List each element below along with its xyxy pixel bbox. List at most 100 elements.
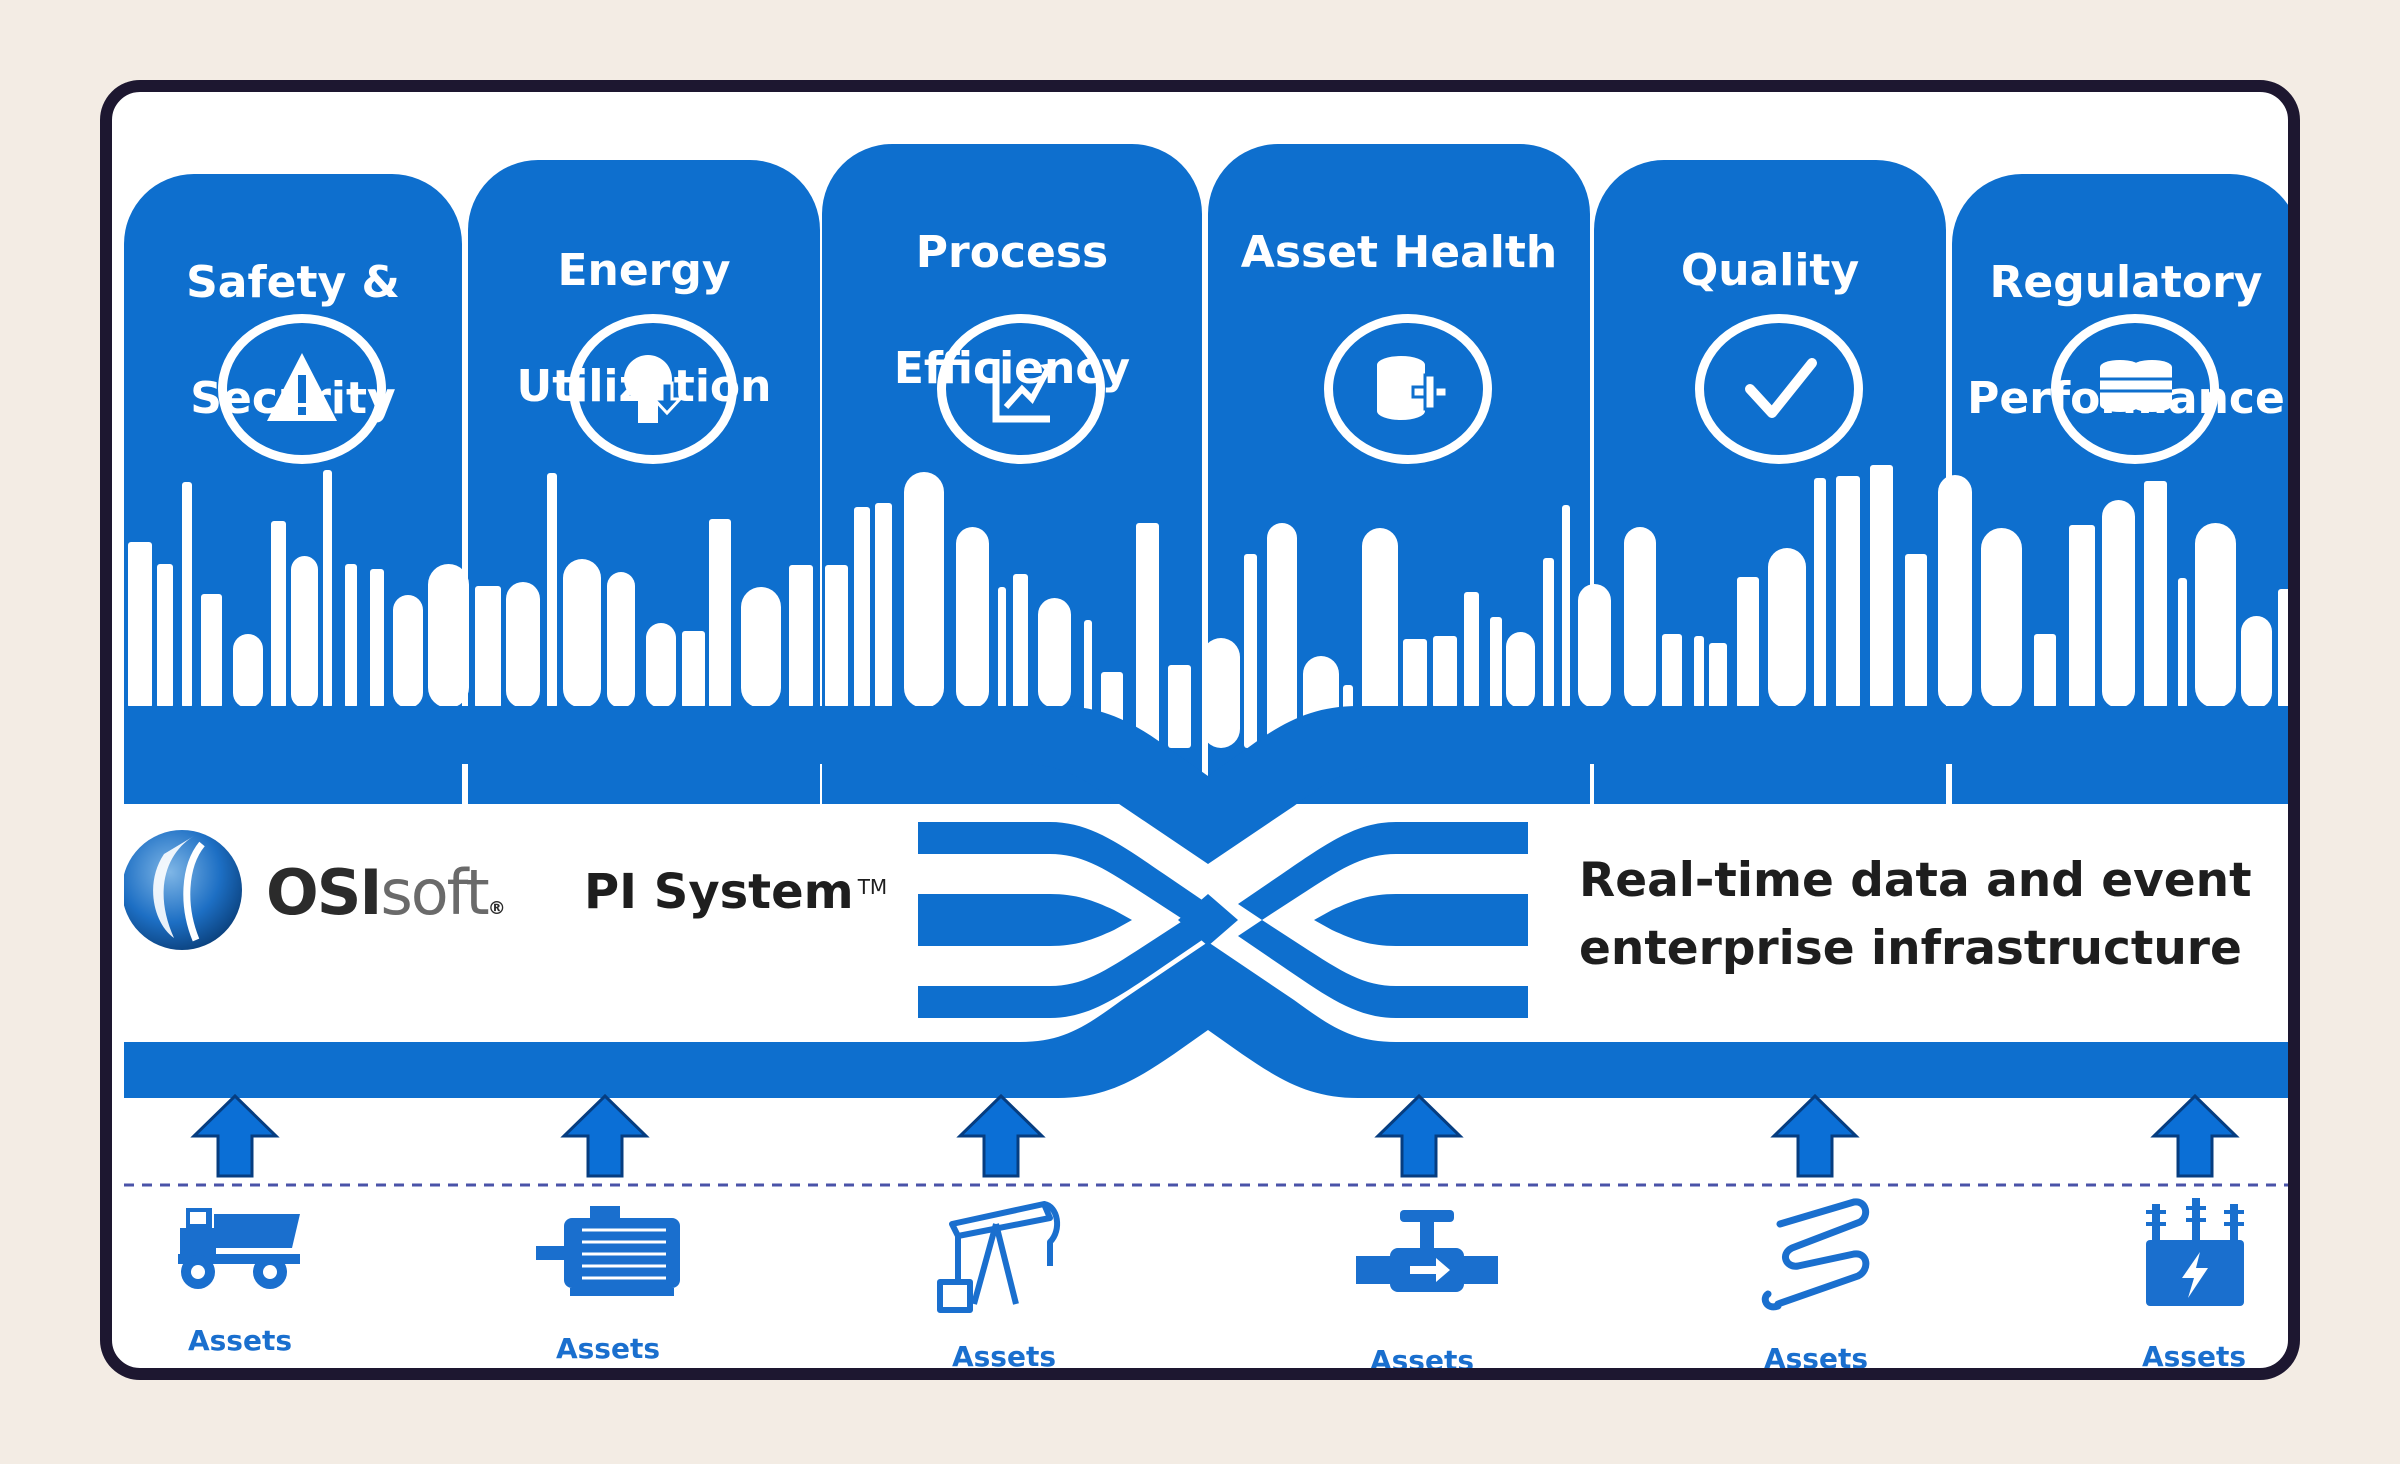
skyline-column xyxy=(1433,636,1457,708)
skyline-column xyxy=(1709,643,1727,708)
skyline-column xyxy=(2195,523,2236,708)
pi-system-band xyxy=(124,706,2288,1098)
osisoft-logo-mark xyxy=(124,830,242,950)
skyline-column xyxy=(1662,634,1682,708)
skyline-column xyxy=(1038,598,1071,708)
skyline-column xyxy=(709,519,731,708)
assets-divider xyxy=(124,1183,2288,1187)
band-bottom-bar xyxy=(124,942,2288,1098)
diagram-frame: Safety & Security Energy Utilization Pro… xyxy=(100,80,2300,1380)
up-arrow-icon xyxy=(2150,1094,2240,1178)
asset-label: Assets xyxy=(951,1340,1057,1373)
skyline-column xyxy=(547,473,557,708)
skyline-column xyxy=(1624,527,1656,708)
warning-icon xyxy=(218,314,386,464)
asset-label: Assets xyxy=(2141,1340,2247,1373)
skyline-column xyxy=(1578,584,1611,708)
trend-chart-icon xyxy=(937,314,1105,464)
skyline-column xyxy=(271,521,286,708)
skyline-column xyxy=(201,594,222,708)
skyline-column xyxy=(1202,638,1240,748)
coin-stack-icon xyxy=(2051,314,2219,464)
skyline-column xyxy=(2034,634,2056,708)
electric-motor-icon xyxy=(536,1206,680,1296)
skyline-column xyxy=(825,565,848,708)
skyline-column xyxy=(1981,528,2022,708)
skyline-column xyxy=(345,564,357,708)
center-diamond xyxy=(1178,894,1238,946)
right-channel-top xyxy=(1238,822,1528,920)
skyline-column xyxy=(854,507,870,708)
skyline-column xyxy=(1737,577,1759,708)
skyline-column xyxy=(291,556,318,708)
skyline-column xyxy=(233,634,263,708)
tagline: Real-time data and event enterprise infr… xyxy=(1579,853,2252,976)
skyline-column xyxy=(323,470,332,708)
diagram-canvas: Safety & Security Energy Utilization Pro… xyxy=(124,104,2288,1377)
skyline-column xyxy=(1362,528,1398,748)
skyline-column xyxy=(428,564,469,708)
left-channel-bottom xyxy=(918,920,1208,1018)
skyline-column xyxy=(1870,465,1893,708)
band-top-bar xyxy=(124,706,2288,864)
skyline-column xyxy=(741,587,781,708)
skyline-column xyxy=(1836,476,1860,708)
left-channel-top xyxy=(918,822,1208,920)
asset-label: Assets xyxy=(187,1324,293,1357)
skyline-column xyxy=(956,527,989,708)
haul-truck-icon xyxy=(178,1208,300,1289)
skyline-column xyxy=(607,572,635,708)
product-name-text: PI System xyxy=(584,864,854,920)
skyline-column xyxy=(1562,505,1570,708)
skyline-column xyxy=(1814,478,1826,708)
skyline-column xyxy=(2144,481,2167,708)
checkmark-icon xyxy=(1695,314,1863,464)
skyline-column xyxy=(646,623,676,708)
pumpjack-icon xyxy=(937,1201,1061,1313)
skyline-column xyxy=(128,542,152,708)
skyline-column xyxy=(2241,616,2272,708)
skyline-column xyxy=(904,472,944,708)
database-plus-icon xyxy=(1324,314,1492,464)
pillar-title: Quality xyxy=(1680,245,1860,296)
skyline-column xyxy=(1136,523,1159,748)
up-arrow-icon xyxy=(1374,1094,1464,1178)
skyline-column xyxy=(875,503,892,708)
asset-label: Assets xyxy=(1763,1342,1869,1375)
skyline-column xyxy=(1490,617,1502,708)
up-arrow-icon xyxy=(956,1094,1046,1178)
skyline-column xyxy=(182,482,192,708)
trademark-mark: TM xyxy=(857,875,888,899)
skyline-column xyxy=(1403,639,1427,708)
asset-label: Assets xyxy=(555,1332,661,1365)
skyline-column xyxy=(563,559,601,708)
skyline-column xyxy=(1694,636,1704,708)
skyline-column xyxy=(1905,554,1927,708)
asset-label: Assets xyxy=(1369,1344,1475,1377)
pipe-valve-icon xyxy=(1356,1210,1498,1292)
skyline-column xyxy=(2178,578,2187,708)
pillar-title: Asset Health xyxy=(1240,227,1558,278)
up-arrow-icon xyxy=(560,1094,650,1178)
skyline-column xyxy=(1168,665,1191,748)
skyline-column xyxy=(157,564,173,708)
skyline-column xyxy=(998,587,1006,708)
lightbulb-icon xyxy=(569,314,737,464)
skyline-column xyxy=(682,631,705,708)
left-channel-mid xyxy=(918,894,1132,946)
skyline-column xyxy=(1244,554,1257,748)
up-arrow-icon xyxy=(1770,1094,1860,1178)
skyline-column xyxy=(789,565,813,708)
skyline-column xyxy=(393,595,423,708)
skyline-column xyxy=(2102,500,2135,708)
skyline-column xyxy=(475,586,501,708)
skyline-column xyxy=(1464,592,1479,708)
pipe-coil-icon xyxy=(1761,1198,1870,1311)
registered-mark: ® xyxy=(487,898,506,919)
skyline-column xyxy=(2278,589,2288,708)
right-channel-mid xyxy=(1314,894,1528,946)
skyline-column xyxy=(1938,475,1972,708)
skyline-column xyxy=(1768,548,1806,708)
transformer-icon xyxy=(2146,1198,2244,1306)
